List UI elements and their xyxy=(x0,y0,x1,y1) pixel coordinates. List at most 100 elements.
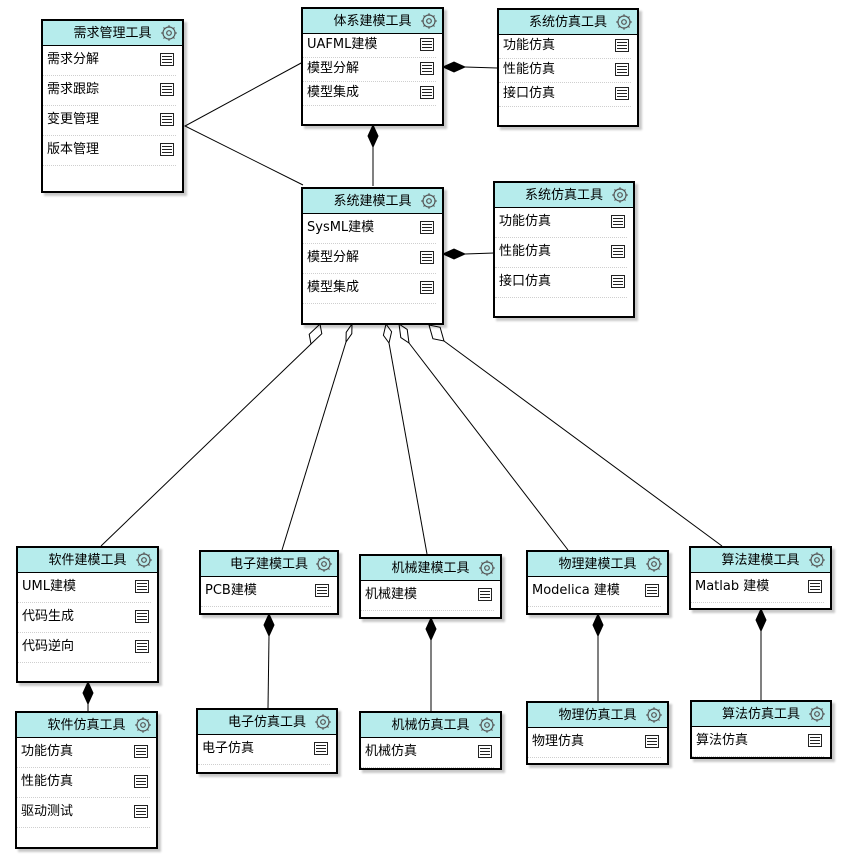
operation-label: 需求分解 xyxy=(47,52,100,67)
class-header: 软件仿真工具 xyxy=(17,713,156,738)
class-title: 算法建模工具 xyxy=(721,553,800,568)
gear-icon[interactable] xyxy=(611,186,629,204)
class-body: 物理仿真 xyxy=(528,728,667,758)
operation-item[interactable]: 功能仿真 xyxy=(17,738,150,768)
class-requirements-tool[interactable]: 需求管理工具 需求分解 需求跟踪 变更管理 版本管理 xyxy=(41,19,184,193)
class-title: 机械仿真工具 xyxy=(391,718,470,733)
operation-item[interactable]: 物理仿真 xyxy=(528,728,661,758)
operation-item[interactable]: 需求分解 xyxy=(43,46,176,76)
gear-icon[interactable] xyxy=(478,559,496,577)
gear-icon[interactable] xyxy=(420,192,438,210)
gear-icon[interactable] xyxy=(135,551,153,569)
operation-item[interactable]: 机械建模 xyxy=(361,581,494,611)
class-header: 电子建模工具 xyxy=(201,552,337,577)
operation-item[interactable]: UML建模 xyxy=(18,573,151,603)
class-title: 机械建模工具 xyxy=(391,561,470,576)
class-electronics-simulation-tool[interactable]: 电子仿真工具 电子仿真 xyxy=(196,708,338,774)
aggregation-line xyxy=(388,342,428,555)
operation-item[interactable]: 电子仿真 xyxy=(198,735,330,765)
class-header: 机械建模工具 xyxy=(361,556,500,581)
operation-item[interactable]: 接口仿真 xyxy=(495,268,627,298)
operation-label: SysML建模 xyxy=(307,220,375,235)
class-system-modeling-tool[interactable]: 系统建模工具 SysML建模 模型分解 模型集成 xyxy=(301,187,444,325)
operation-item[interactable]: 模型分解 xyxy=(303,244,436,274)
class-software-simulation-tool[interactable]: 软件仿真工具 功能仿真 性能仿真 驱动测试 xyxy=(15,711,158,849)
gear-icon[interactable] xyxy=(315,555,333,573)
operation-item[interactable]: 算法仿真 xyxy=(692,727,824,757)
operation-item[interactable]: 代码生成 xyxy=(18,603,151,633)
gear-icon[interactable] xyxy=(478,716,496,734)
gear-icon[interactable] xyxy=(420,12,438,30)
class-arch-modeling-tool[interactable]: 体系建模工具 UAFML建模 模型分解 模型集成 xyxy=(301,7,444,126)
operation-item[interactable]: SysML建模 xyxy=(303,214,436,244)
class-system-simulation-tool[interactable]: 系统仿真工具 功能仿真 性能仿真 接口仿真 xyxy=(493,181,635,318)
list-icon xyxy=(135,610,149,623)
class-title: 系统建模工具 xyxy=(333,194,412,209)
operation-item[interactable]: Matlab 建模 xyxy=(691,573,824,603)
operation-label: 驱动测试 xyxy=(21,804,74,819)
composition-diamond xyxy=(441,248,467,260)
class-title: 电子仿真工具 xyxy=(227,715,306,730)
operation-item[interactable]: 性能仿真 xyxy=(17,768,150,798)
class-arch-simulation-tool[interactable]: 系统仿真工具 功能仿真 性能仿真 接口仿真 xyxy=(497,8,639,127)
operation-label: 机械建模 xyxy=(365,587,418,602)
operation-item[interactable]: PCB建模 xyxy=(201,577,331,607)
class-physics-modeling-tool[interactable]: 物理建模工具 Modelica 建模 xyxy=(526,550,669,615)
class-algorithm-modeling-tool[interactable]: 算法建模工具 Matlab 建模 xyxy=(689,546,832,610)
operation-item[interactable]: 接口仿真 xyxy=(499,83,631,107)
class-body: Modelica 建模 xyxy=(528,577,667,607)
operation-label: 性能仿真 xyxy=(21,774,74,789)
operation-item[interactable]: 模型分解 xyxy=(303,58,436,82)
class-software-modeling-tool[interactable]: 软件建模工具 UML建模 代码生成 代码逆向 xyxy=(16,546,159,683)
class-title: 物理建模工具 xyxy=(558,557,637,572)
class-mechanical-modeling-tool[interactable]: 机械建模工具 机械建模 xyxy=(359,554,502,619)
class-physics-simulation-tool[interactable]: 物理仿真工具 物理仿真 xyxy=(526,701,669,765)
operation-item[interactable]: 变更管理 xyxy=(43,106,176,136)
class-electronics-modeling-tool[interactable]: 电子建模工具 PCB建模 xyxy=(199,550,339,615)
operation-item[interactable]: UAFML建模 xyxy=(303,34,436,58)
operation-label: 功能仿真 xyxy=(21,744,74,759)
list-icon xyxy=(615,63,629,76)
gear-icon[interactable] xyxy=(615,13,633,31)
operation-item[interactable]: 代码逆向 xyxy=(18,633,151,663)
list-icon xyxy=(615,39,629,52)
gear-icon[interactable] xyxy=(160,24,178,42)
list-icon xyxy=(134,805,148,818)
operation-item[interactable]: 功能仿真 xyxy=(499,35,631,59)
operation-item[interactable]: 版本管理 xyxy=(43,136,176,166)
operation-item[interactable]: 功能仿真 xyxy=(495,208,627,238)
operation-item[interactable]: 机械仿真 xyxy=(361,738,494,768)
list-icon xyxy=(135,640,149,653)
operation-label: 功能仿真 xyxy=(499,214,552,229)
composition-diamond xyxy=(82,680,94,706)
aggregation-diamond xyxy=(398,322,410,345)
gear-icon[interactable] xyxy=(134,716,152,734)
class-title: 算法仿真工具 xyxy=(721,707,800,722)
operation-item[interactable]: 模型集成 xyxy=(303,82,436,106)
operation-item[interactable]: 性能仿真 xyxy=(499,59,631,83)
class-header: 系统建模工具 xyxy=(303,189,442,214)
class-body: 功能仿真 性能仿真 接口仿真 xyxy=(495,208,633,298)
operation-item[interactable]: 需求跟踪 xyxy=(43,76,176,106)
operation-item[interactable]: Modelica 建模 xyxy=(528,577,661,607)
operation-item[interactable]: 驱动测试 xyxy=(17,798,150,828)
operation-item[interactable]: 模型集成 xyxy=(303,274,436,304)
class-body: 功能仿真 性能仿真 接口仿真 xyxy=(499,35,637,107)
aggregation-diamond xyxy=(345,322,353,344)
list-icon xyxy=(645,584,659,597)
gear-icon[interactable] xyxy=(314,713,332,731)
class-algorithm-simulation-tool[interactable]: 算法仿真工具 算法仿真 xyxy=(690,700,832,759)
composition-line xyxy=(464,66,498,69)
class-mechanical-simulation-tool[interactable]: 机械仿真工具 机械仿真 xyxy=(359,711,502,770)
gear-icon[interactable] xyxy=(645,555,663,573)
composition-diamond xyxy=(425,616,437,642)
operation-item[interactable]: 性能仿真 xyxy=(495,238,627,268)
class-title: 软件仿真工具 xyxy=(47,718,126,733)
gear-icon[interactable] xyxy=(808,551,826,569)
class-header: 体系建模工具 xyxy=(303,9,442,34)
operation-label: 变更管理 xyxy=(47,112,100,127)
gear-icon[interactable] xyxy=(645,706,663,724)
class-header: 系统仿真工具 xyxy=(499,10,637,35)
gear-icon[interactable] xyxy=(808,705,826,723)
class-header: 机械仿真工具 xyxy=(361,713,500,738)
